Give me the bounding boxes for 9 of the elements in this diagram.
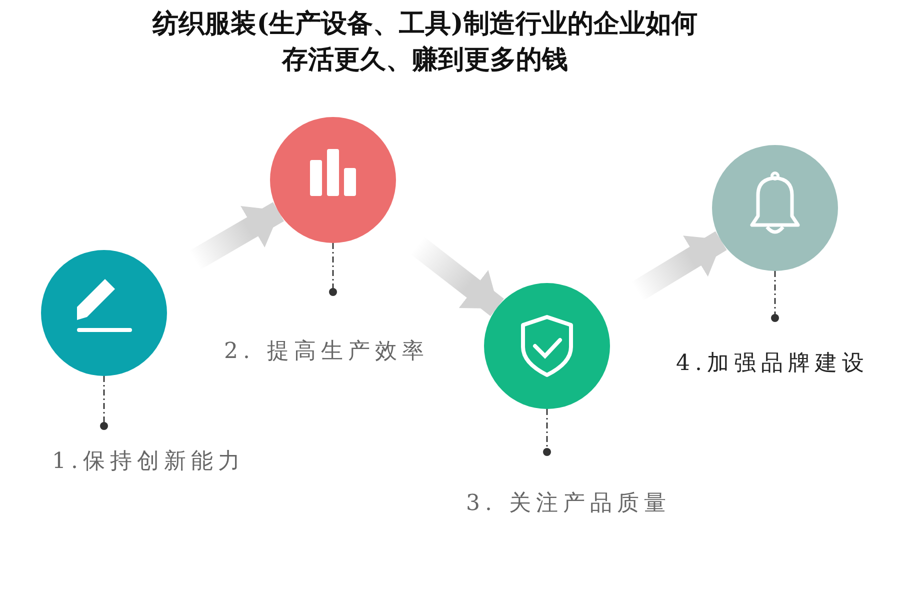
leader-line	[771, 271, 779, 322]
step-label: 3. 关注产品质量	[466, 452, 671, 518]
step-label: 1.保持创新能力	[52, 426, 245, 476]
step-label: 4.加强品牌建设	[676, 318, 869, 378]
step-label: 2. 提高生产效率	[224, 292, 429, 366]
leader-line	[100, 376, 108, 430]
title: 纺织服装(生产设备、工具)制造行业的企业如何存活更久、赚到更多的钱	[151, 8, 698, 77]
leader-line	[329, 243, 337, 296]
leader-line	[543, 409, 551, 456]
